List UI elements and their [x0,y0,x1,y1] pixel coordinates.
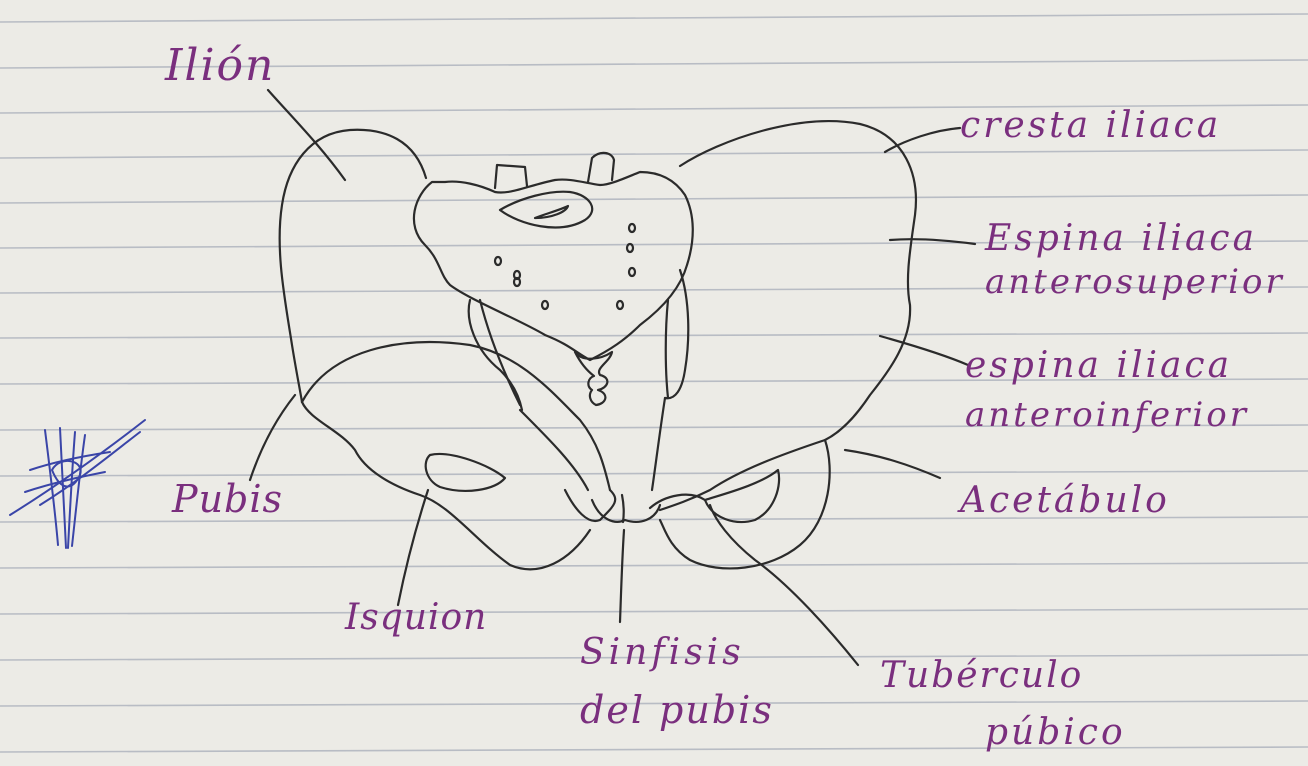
leader-espina-sup [890,239,975,244]
right-ilium-outline [680,121,916,440]
left-obturator [426,454,505,491]
label-cresta-iliaca: cresta iliaca [960,105,1221,146]
sacral-foramen-slot [535,206,568,218]
pelvic-brim-left [302,342,610,490]
label-isquion: Isquion [345,597,487,638]
label-tuberculo-line1: Tubérculo [880,655,1083,696]
label-pubis: Pubis [172,477,283,521]
label-espina-inferior-line1: espina iliaca [965,345,1232,386]
left-auricular-tab [495,165,527,188]
pelvic-brim-right [660,440,825,510]
scribbled-signature-icon [10,420,145,548]
right-ischium [660,440,830,568]
leader-ilion [268,90,345,180]
label-espina-superior-line2: anterosuperior [985,262,1285,302]
sacrum-outline [414,172,693,360]
right-inner-ilium [666,300,668,398]
leader-pubis [250,395,295,480]
leader-cresta [885,128,960,152]
label-sinfisis-line2: del pubis [580,688,774,732]
label-acetabulo: Acetábulo [960,480,1170,521]
symphysis-seam [622,495,624,522]
sacrum-to-pubis [520,410,588,490]
leader-sinfisis [620,530,624,622]
leader-isquion [398,490,428,605]
left-ilium-outline [280,130,426,402]
label-sinfisis-line1: Sinfisis [580,632,745,673]
leader-acetabulo [845,450,940,478]
left-ischium [302,402,590,569]
sacral-promontory [500,192,592,228]
label-espina-inferior-line2: anteroinferior [965,395,1249,435]
right-auricular-tab [588,153,614,182]
right-obturator [705,470,779,522]
label-tuberculo-line2: púbico [985,712,1126,753]
label-espina-superior-line1: Espina iliaca [985,218,1257,259]
label-ilion: Ilión [165,40,275,91]
right-pubic-ramus [650,495,705,508]
coccyx [575,352,612,405]
left-pubic-ramus [565,490,615,521]
sacrum-right-down [652,398,665,490]
